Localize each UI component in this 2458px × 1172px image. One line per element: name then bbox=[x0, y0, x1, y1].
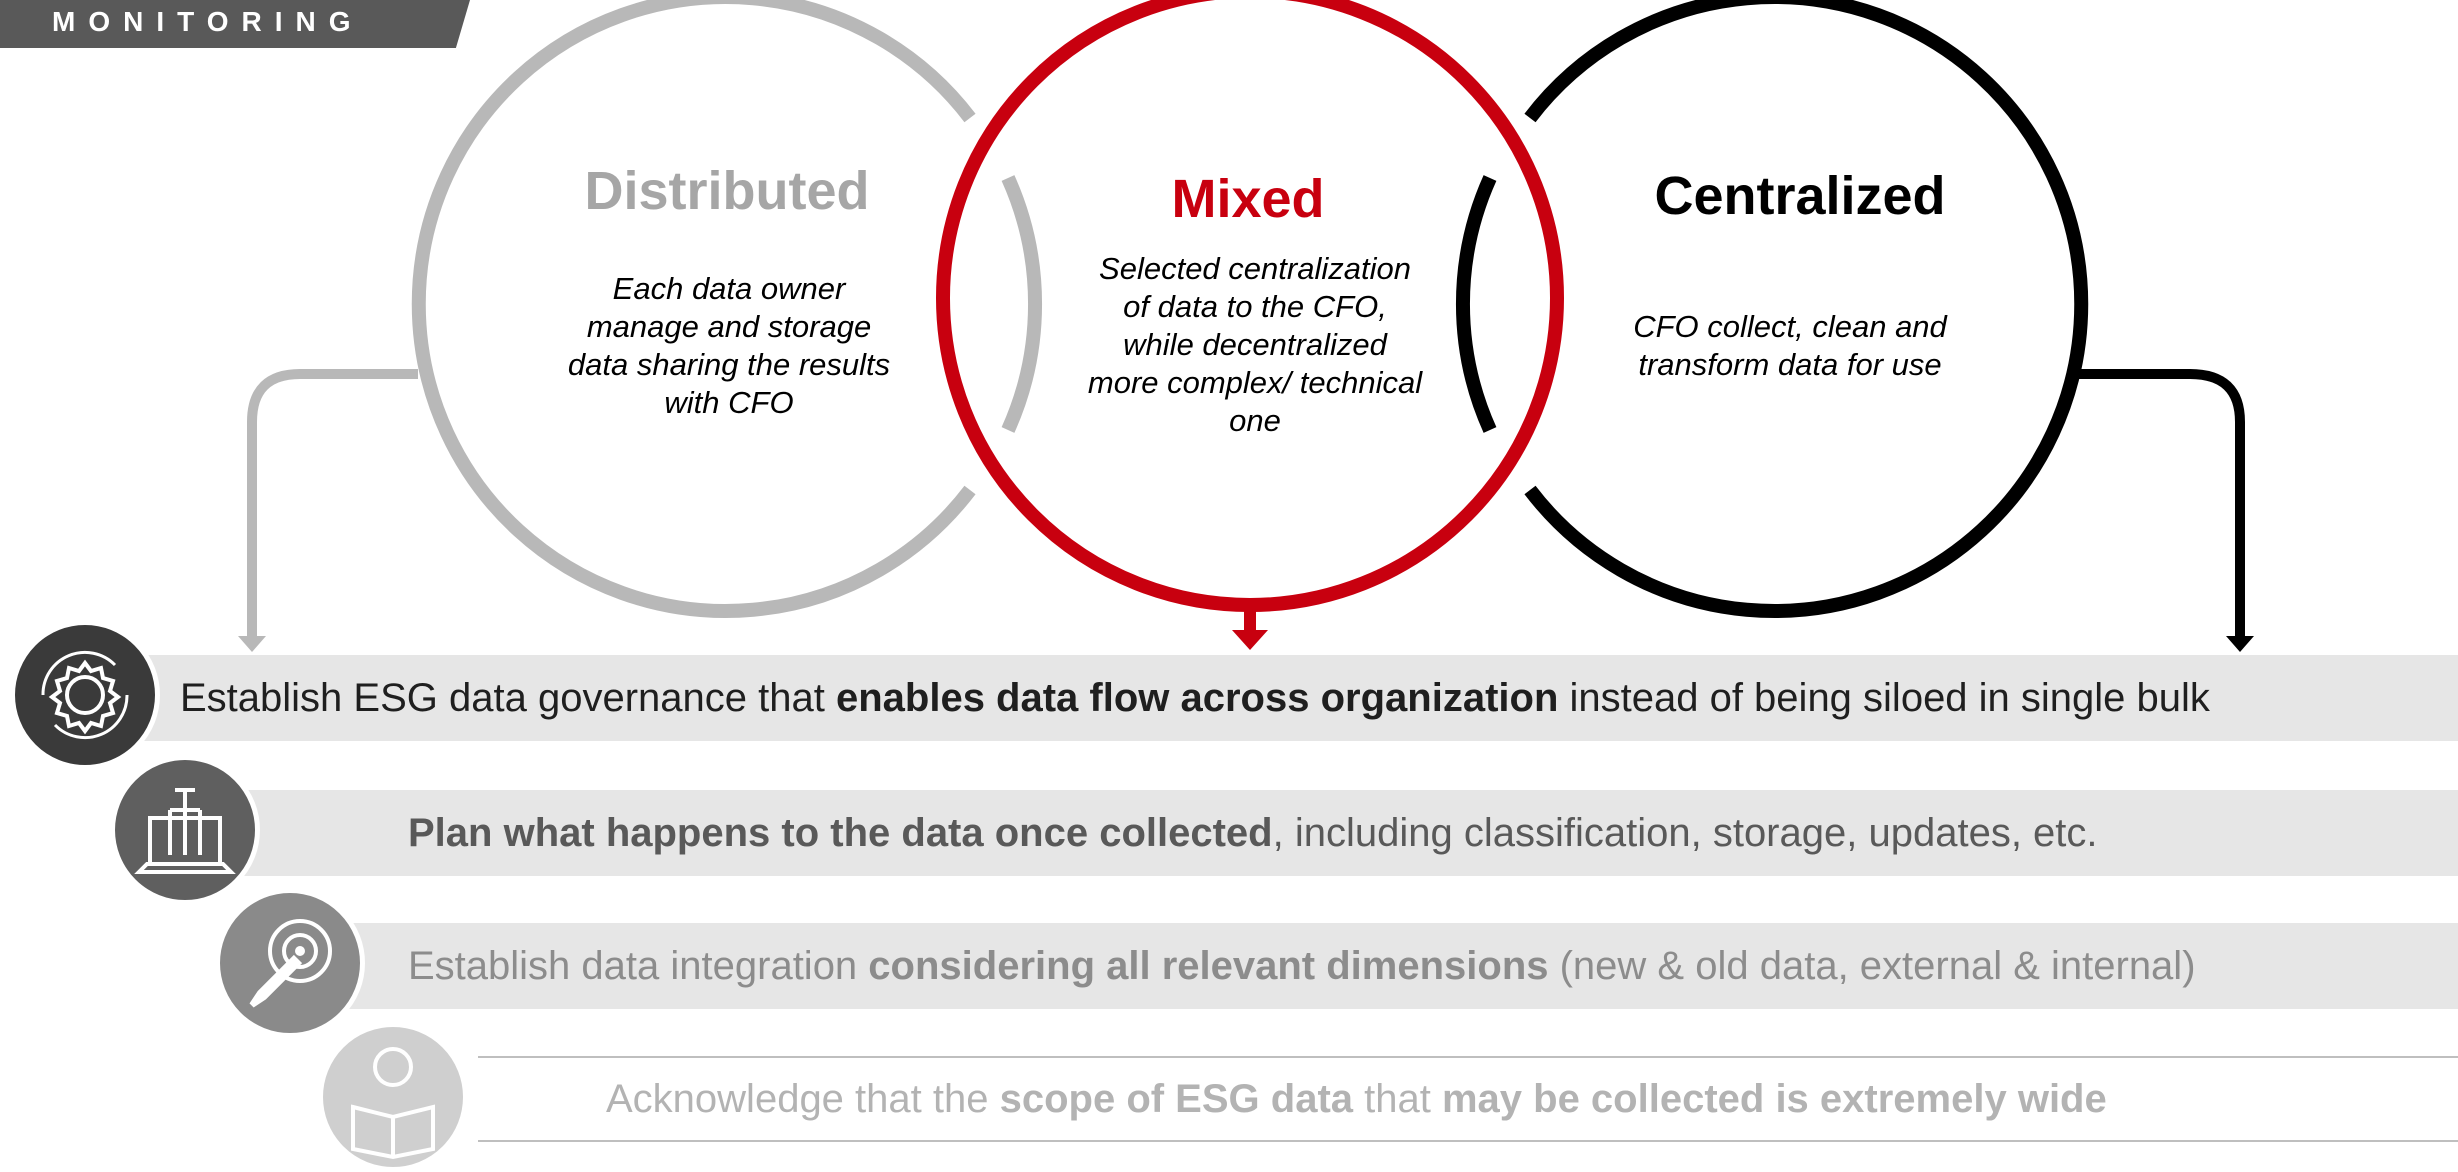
step-4-bold: scope of ESG data bbox=[999, 1076, 1354, 1121]
step-3-bold: considering all relevant dimensions bbox=[868, 943, 1549, 988]
mixed-arrowhead bbox=[1232, 630, 1268, 650]
laptop-network-icon bbox=[110, 755, 260, 905]
distributed-connector bbox=[247, 369, 418, 638]
section-tab bbox=[0, 0, 470, 48]
step-1-bold: enables data flow across organization bbox=[835, 675, 1559, 720]
person-reading-icon bbox=[318, 1022, 468, 1172]
step-2-bold: Plan what happens to the data once colle… bbox=[408, 810, 1273, 855]
mixed-title: Mixed bbox=[1171, 169, 1325, 229]
distributed-desc: Each data owner manage and storage data … bbox=[567, 271, 891, 420]
centralized-circle-inner-arc bbox=[1455, 175, 1497, 433]
section-tab-label: MONITORING bbox=[52, 6, 364, 37]
mixed-desc: Selected centralization of data to the C… bbox=[1087, 251, 1423, 438]
centralized-arrowhead bbox=[2226, 636, 2254, 652]
step-4-mid: that bbox=[1353, 1076, 1442, 1121]
centralized-circle bbox=[1524, 0, 2089, 618]
distributed-arrowhead bbox=[238, 636, 266, 652]
centralized-desc: CFO collect, clean and transform data fo… bbox=[1633, 309, 1947, 382]
step-2-post: , including classification, storage, upd… bbox=[1272, 810, 2098, 855]
step-1-bar: Establish ESG data governance that enabl… bbox=[90, 655, 2458, 741]
step-4-bold-2: may be collected is extremely wide bbox=[1441, 1076, 2107, 1121]
step-1-post: instead of being siloed in single bulk bbox=[1558, 675, 2210, 720]
step-2-bar: Plan what happens to the data once colle… bbox=[190, 790, 2458, 876]
target-pen-icon bbox=[215, 888, 365, 1038]
centralized-title: Centralized bbox=[1654, 166, 1946, 226]
distributed-circle-inner-arc bbox=[1001, 175, 1043, 433]
step-3-pre: Establish data integration bbox=[408, 943, 869, 988]
step-4-pre: Acknowledge that the bbox=[606, 1076, 1000, 1121]
step-4-bar: Acknowledge that the scope of ESG data t… bbox=[478, 1056, 2458, 1142]
gear-cycle-icon bbox=[10, 620, 160, 770]
step-3-bar: Establish data integration considering a… bbox=[300, 923, 2458, 1009]
step-3-post: (new & old data, external & internal) bbox=[1548, 943, 2196, 988]
distributed-title: Distributed bbox=[584, 161, 870, 221]
step-1-pre: Establish ESG data governance that bbox=[180, 675, 836, 720]
centralized-connector bbox=[2078, 369, 2245, 638]
distributed-circle bbox=[411, 0, 976, 618]
